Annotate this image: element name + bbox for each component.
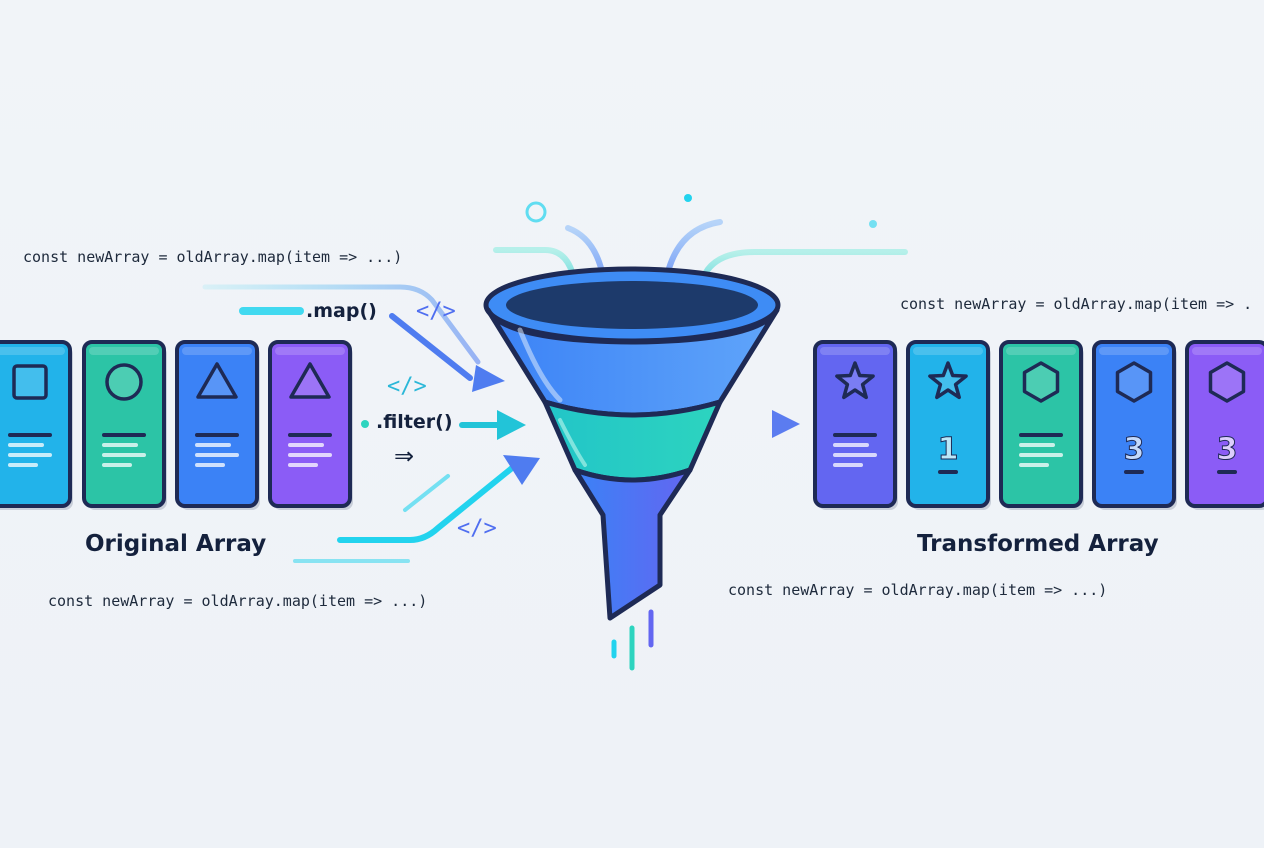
star-icon (928, 361, 968, 400)
original-card-2 (82, 340, 167, 510)
original-array-title: Original Array (85, 531, 267, 557)
map-method-label: .map() (306, 300, 377, 322)
card-body (906, 340, 990, 508)
star-icon (835, 361, 875, 400)
triangle-icon (289, 362, 331, 399)
original-card-3 (175, 340, 260, 510)
transformed-card-3 (999, 340, 1084, 510)
square-icon (12, 364, 48, 400)
filter-method-label: .filter() (376, 411, 453, 433)
original-array-cards (0, 340, 353, 510)
hexagon-icon (1022, 361, 1060, 403)
incoming-arrows (202, 284, 540, 563)
code-tag-1: </> (416, 299, 456, 324)
transformed-array-title: Transformed Array (917, 531, 1159, 557)
funnel-icon (483, 266, 781, 621)
transformed-array-cards: 1 3 3 (813, 340, 1264, 510)
arrow-symbol: ⇒ (394, 442, 415, 470)
code-tag-2: </> (387, 374, 427, 399)
code-tag-3: </> (457, 516, 497, 541)
output-arrow (734, 410, 800, 438)
card-value: 3 (1217, 432, 1238, 467)
transformed-card-5: 3 (1185, 340, 1264, 510)
card-value: 3 (1124, 432, 1145, 467)
hexagon-icon (1115, 361, 1153, 403)
transformed-card-2: 1 (906, 340, 991, 510)
circle-icon (105, 363, 143, 401)
original-code-top: const newArray = oldArray.map(item => ..… (23, 248, 403, 266)
original-code-bottom: const newArray = oldArray.map(item => ..… (48, 592, 428, 610)
card-value: 1 (938, 432, 959, 467)
transformed-code-top: const newArray = oldArray.map(item => . (900, 295, 1253, 313)
original-card-4 (268, 340, 353, 510)
hexagon-icon (1208, 361, 1246, 403)
triangle-icon (196, 362, 238, 399)
card-body (1092, 340, 1176, 508)
transformed-card-4: 3 (1092, 340, 1177, 510)
transformed-code-bottom: const newArray = oldArray.map(item => ..… (728, 581, 1108, 599)
original-card-1 (0, 340, 73, 510)
transformed-card-1 (813, 340, 898, 510)
funnel-output-drips (611, 609, 654, 671)
